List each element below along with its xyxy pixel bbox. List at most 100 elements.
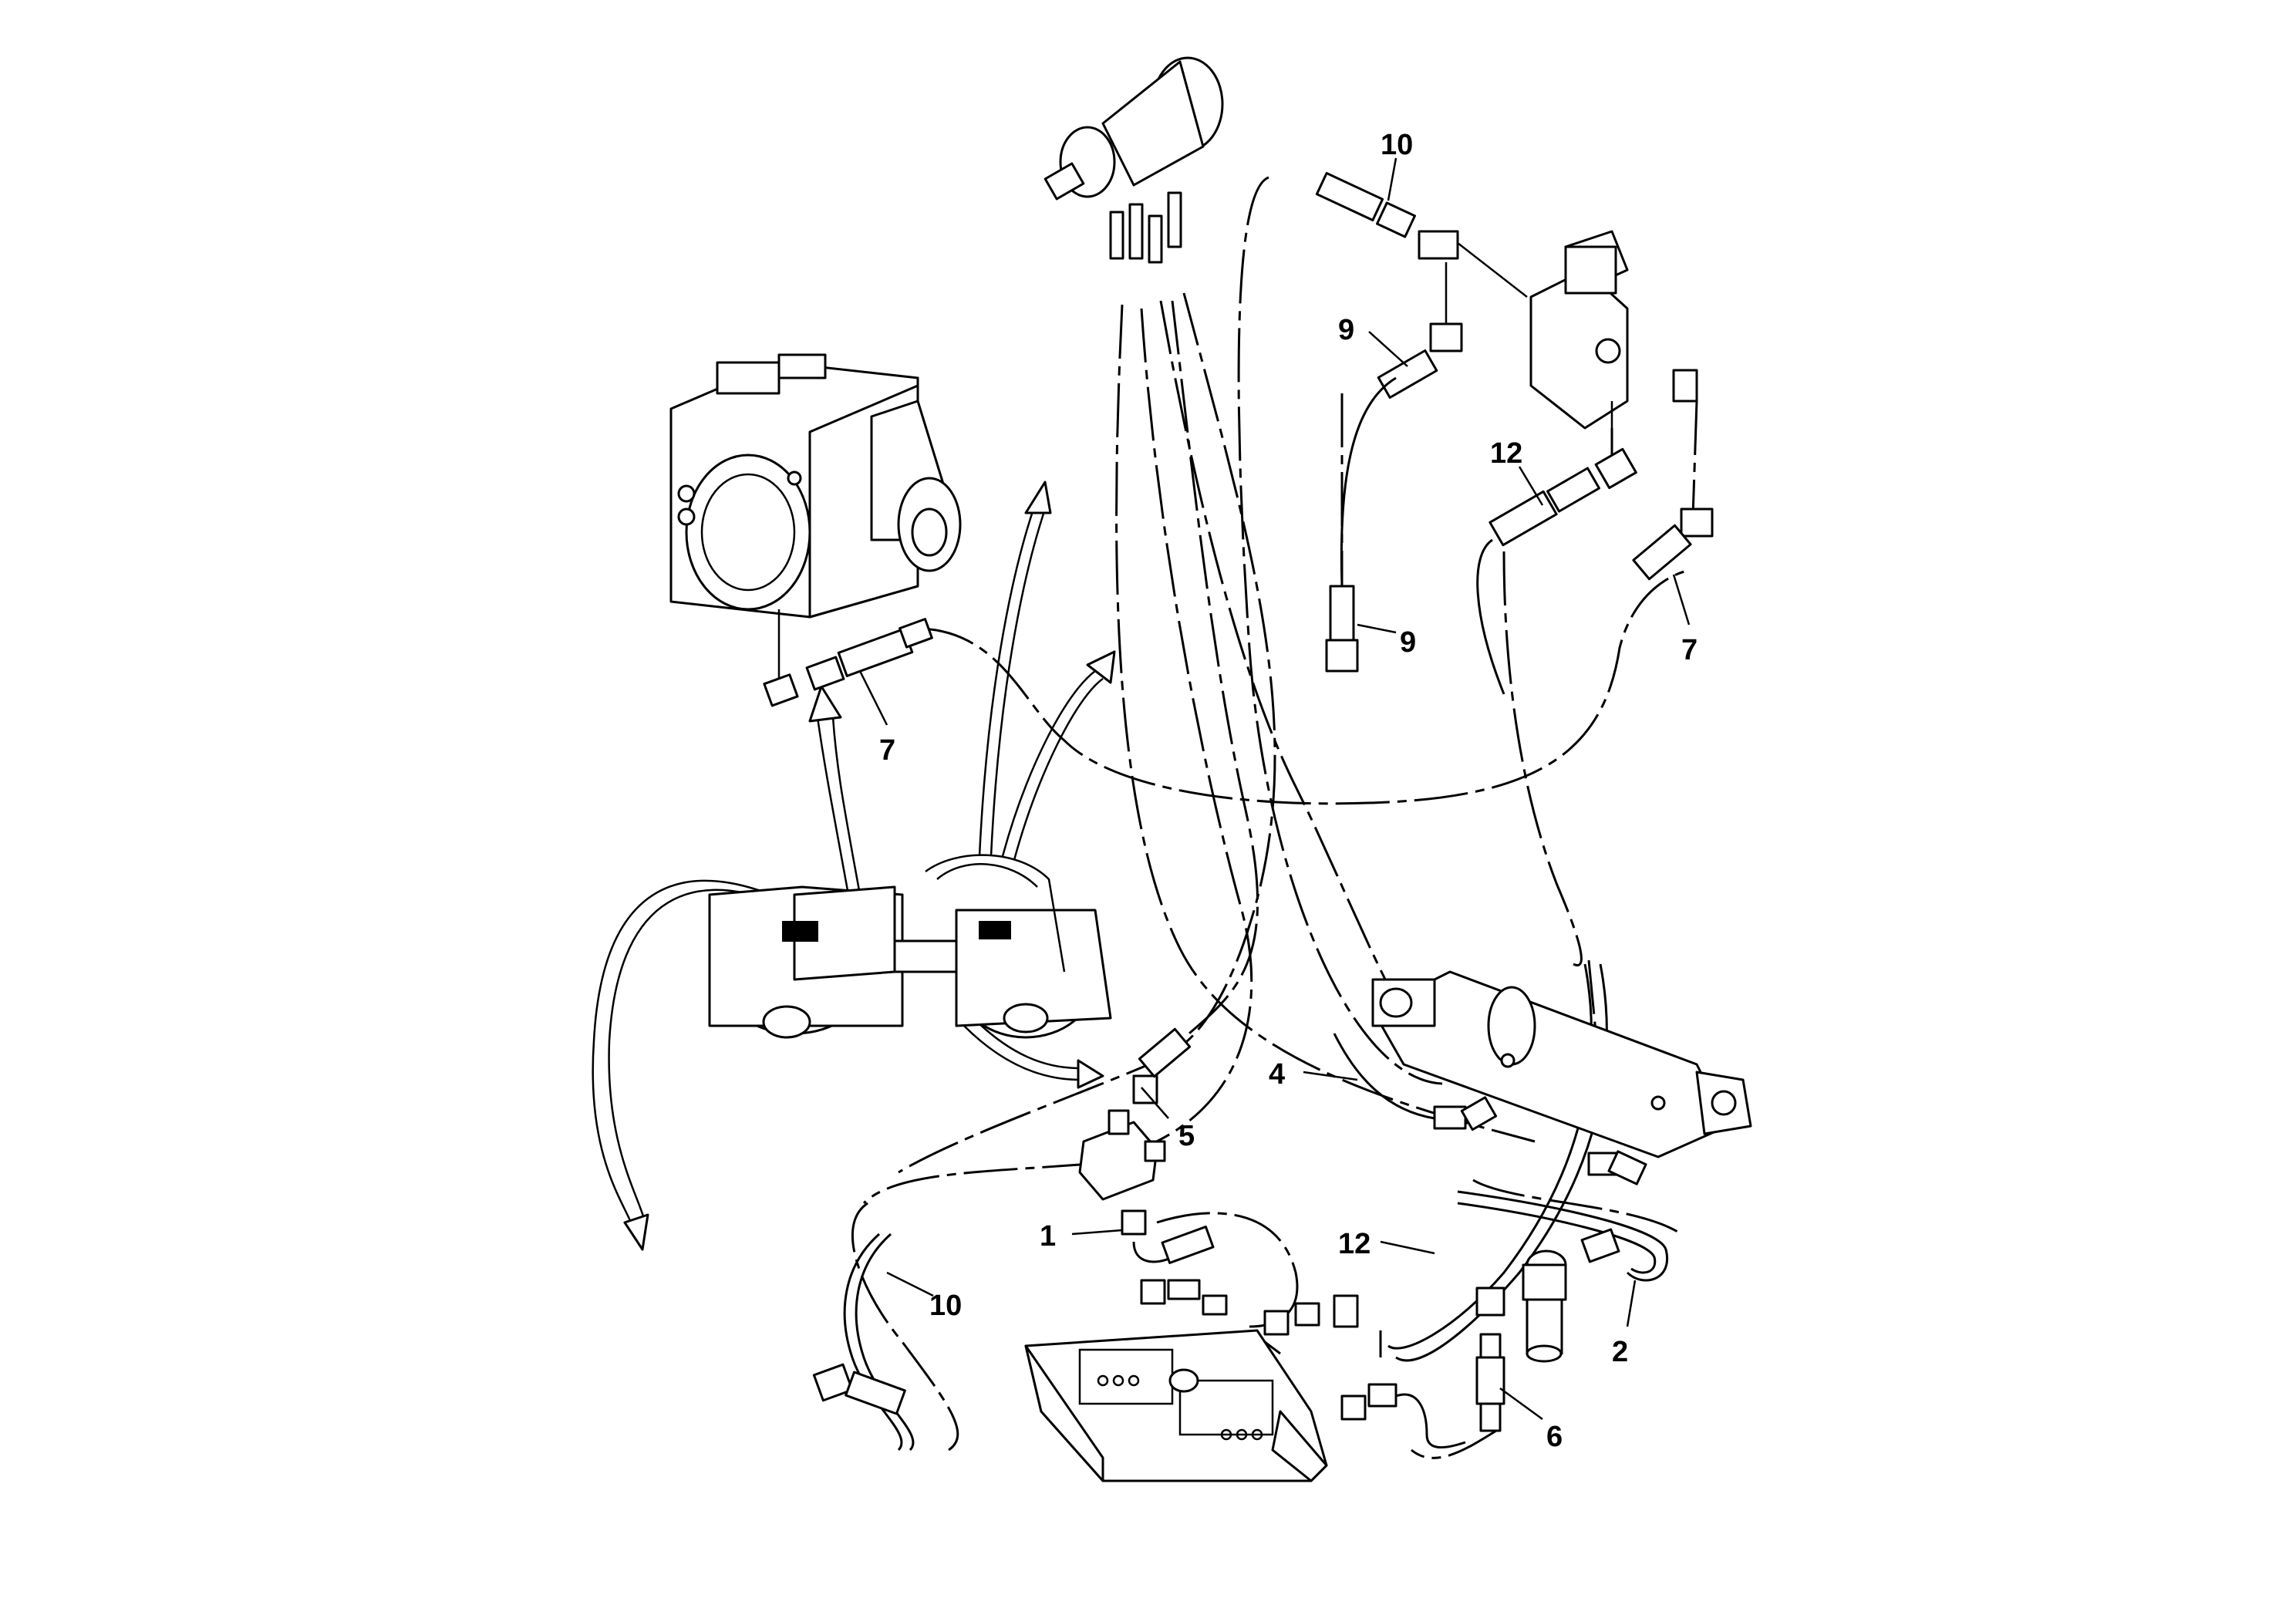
hose-route-e bbox=[1155, 292, 1276, 1054]
rear-hub bbox=[762, 1005, 811, 1039]
steering-shaft bbox=[1043, 162, 1085, 201]
priority-valve bbox=[1078, 1027, 1192, 1201]
hose-route-f bbox=[1171, 300, 1259, 1043]
pump-top-block bbox=[716, 361, 781, 395]
callout-4: 4 bbox=[1269, 1058, 1285, 1091]
rops-inner bbox=[936, 863, 1038, 888]
elbow-9 bbox=[1429, 322, 1463, 352]
callout-2: 2 bbox=[1612, 1336, 1628, 1368]
priority-valve-body bbox=[1078, 1121, 1158, 1201]
hose-5-fitting bbox=[1132, 1074, 1158, 1104]
hose-route-a bbox=[1237, 176, 1443, 1085]
hose-2 bbox=[1457, 1190, 1669, 1282]
hose-route-p bbox=[1411, 1429, 1497, 1459]
leader-2 bbox=[1626, 1280, 1637, 1327]
solenoid-valve bbox=[1529, 230, 1629, 440]
fitting-4 bbox=[1433, 1105, 1467, 1130]
manifold-fitting-a bbox=[1140, 1279, 1166, 1305]
callout-6: 6 bbox=[1546, 1421, 1563, 1453]
leader-12-top bbox=[1518, 466, 1544, 506]
flow-arrows bbox=[592, 481, 1116, 1251]
steering-unit bbox=[1043, 56, 1224, 264]
marker-front bbox=[979, 921, 1011, 939]
leader-12-bottom bbox=[1380, 1240, 1435, 1255]
pump-bolt bbox=[787, 470, 802, 486]
pump-port-b bbox=[677, 508, 696, 526]
callout-leaders bbox=[858, 157, 1691, 1421]
arrow-left-outer bbox=[592, 879, 772, 1227]
manifold-bolt-2 bbox=[1112, 1374, 1124, 1387]
filter-canister bbox=[1526, 1298, 1563, 1355]
filter-elbow bbox=[1475, 1286, 1505, 1317]
port-2 bbox=[1128, 203, 1144, 260]
arrow-head-right bbox=[1077, 1059, 1104, 1089]
pump-port-a bbox=[677, 484, 696, 503]
manifold-window-b bbox=[1178, 1379, 1274, 1436]
rod-end-hole bbox=[1711, 1090, 1737, 1116]
manifold-cap bbox=[1168, 1368, 1199, 1393]
manifold-fitting-d bbox=[1263, 1310, 1290, 1336]
valve-port bbox=[1595, 338, 1621, 364]
port-4 bbox=[1167, 191, 1182, 248]
arrow-head-up-mid bbox=[1024, 481, 1052, 514]
callout-9-top: 9 bbox=[1338, 314, 1354, 346]
manifold-fitting-g bbox=[1367, 1383, 1397, 1408]
manifold-elbow-12 bbox=[1333, 1294, 1359, 1328]
manifold-fitting-e bbox=[1294, 1302, 1320, 1327]
hose-1-nut bbox=[1121, 1209, 1147, 1236]
callout-12-bottom: 12 bbox=[1338, 1228, 1371, 1260]
arrow-head-up-right bbox=[1086, 650, 1116, 684]
hose-crimp-9-bottom bbox=[1329, 585, 1355, 642]
hose-6-top-fitting bbox=[1479, 1333, 1502, 1359]
hose-crimp-left bbox=[837, 628, 914, 677]
hose-12-top-assembly bbox=[1476, 447, 1637, 695]
callout-5: 5 bbox=[1178, 1120, 1195, 1152]
hose-route-c bbox=[862, 308, 1253, 1205]
elbow-cylinder-b bbox=[1607, 1150, 1647, 1185]
arrow-up-left-b bbox=[831, 717, 861, 895]
manifold-bolt-3 bbox=[1128, 1374, 1140, 1387]
steering-unit-body bbox=[1101, 60, 1205, 187]
hose-1-crimp bbox=[1161, 1226, 1215, 1264]
hose-crimp-7-right bbox=[1632, 524, 1692, 581]
priority-valve-top-port bbox=[1108, 1109, 1130, 1135]
hose-crimp-12-top bbox=[1489, 490, 1558, 547]
hose-crimp-10-bottom bbox=[845, 1371, 906, 1415]
hose-7-right-assembly bbox=[1632, 369, 1714, 581]
callout-9-mid: 9 bbox=[1400, 626, 1416, 659]
hose-6-crimp bbox=[1475, 1356, 1505, 1405]
hose-route-h bbox=[1502, 551, 1583, 966]
leader-4 bbox=[1303, 1071, 1358, 1081]
valve-coil bbox=[1564, 245, 1617, 295]
leader-10-top bbox=[1387, 157, 1397, 201]
nut-12-top bbox=[1546, 467, 1600, 513]
leader-9-top bbox=[1368, 331, 1408, 367]
cylinder-collar bbox=[1487, 986, 1536, 1066]
pump-top-valve bbox=[777, 353, 827, 379]
leader-5 bbox=[1141, 1087, 1169, 1119]
callout-1: 1 bbox=[1040, 1220, 1056, 1253]
hydraulic-pump bbox=[669, 353, 962, 679]
articulation-joint bbox=[893, 939, 958, 973]
leader-7-right bbox=[1672, 574, 1691, 626]
hose-route-s bbox=[1472, 1179, 1682, 1236]
manifold-bolt-5 bbox=[1236, 1428, 1248, 1441]
hose-crimp-10-top bbox=[1315, 172, 1384, 221]
hose-6-bottom-fitting bbox=[1479, 1402, 1502, 1432]
arrow-head-up-left bbox=[808, 685, 842, 723]
arrow-right-b bbox=[971, 1016, 1081, 1070]
manifold-fitting-f bbox=[1340, 1394, 1367, 1421]
callouts: 10 9 12 9 7 7 4 5 1 12 10 2 6 bbox=[879, 129, 1698, 1453]
callout-10-top: 10 bbox=[1381, 129, 1413, 161]
manifold-end bbox=[1271, 1410, 1328, 1482]
rops-frame bbox=[925, 854, 1066, 973]
hose-9-assembly bbox=[1325, 262, 1463, 673]
leader-1 bbox=[1071, 1229, 1123, 1236]
arrow-up-right-b bbox=[1013, 677, 1104, 861]
manifold-bolt-6 bbox=[1251, 1428, 1263, 1441]
hose-route-l bbox=[898, 1051, 1177, 1174]
hose-route-d bbox=[1159, 300, 1436, 1065]
filter-assembly bbox=[1475, 1228, 1620, 1432]
elbow-7-top bbox=[1672, 369, 1698, 403]
